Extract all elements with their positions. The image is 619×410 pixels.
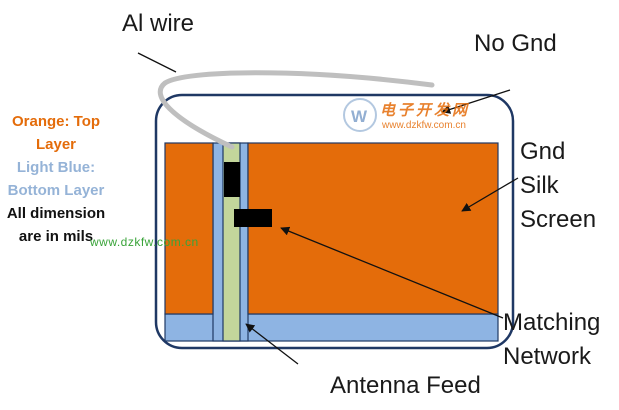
gnd-silk-screen-label: Gnd Silk Screen [520, 135, 596, 237]
al-wire-arrow [137, 52, 177, 73]
matching-network-line2: Network [503, 343, 592, 370]
legend-dim-line1: All dimension [6, 205, 106, 222]
matching-network-arrow [280, 226, 504, 319]
gnd-silk-screen-line2: Silk [520, 172, 559, 199]
gnd-silk-screen-line1: Gnd [520, 138, 566, 165]
legend: Orange: Top Layer Light Blue: Bottom Lay… [0, 110, 112, 248]
al-wire [157, 70, 435, 150]
top-layer-left-ground [164, 142, 214, 315]
watermark-logo-url: www.dzkfw.com.cn [382, 120, 466, 131]
al-wire-label: Al wire [122, 10, 195, 37]
antenna-feed-arrow [245, 323, 299, 365]
watermark-logo-icon: W [343, 98, 377, 132]
legend-orange-line1: Orange: Top [11, 113, 101, 130]
matching-network-label: Matching Network [503, 306, 600, 374]
watermark-url: www.dzkfw.com.cn [90, 235, 199, 249]
svg-text:W: W [351, 107, 368, 126]
gnd-silk-arrow [461, 177, 519, 212]
gnd-silk-screen-line3: Screen [520, 206, 597, 233]
legend-blue-line2: Bottom Layer [7, 182, 105, 199]
top-layer-right-ground [247, 142, 499, 315]
legend-blue-line1: Light Blue: [16, 159, 96, 176]
no-gnd-arrow [441, 89, 511, 114]
antenna-feed-label: Antenna Feed [330, 372, 481, 399]
matching-component-vertical [224, 162, 240, 197]
watermark-logo-title: 电子开发网 [380, 102, 471, 119]
matching-network-line1: Matching [503, 309, 601, 336]
no-gnd-label: No Gnd [474, 30, 557, 57]
matching-component-horizontal [234, 209, 272, 227]
legend-dim-line2: are in mils [18, 228, 94, 245]
legend-orange-line2: Layer [35, 136, 77, 153]
